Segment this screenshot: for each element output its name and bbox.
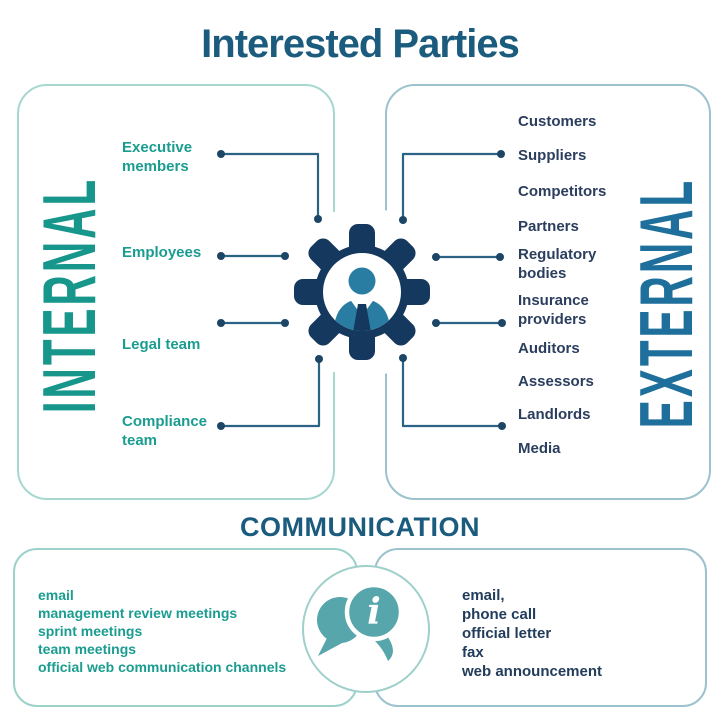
method-line: management review meetings — [38, 605, 238, 621]
method-line: sprint meetings — [38, 623, 143, 639]
external-item-label: Insurance providers — [518, 292, 589, 328]
external-item-label: Regulatory bodies — [518, 246, 597, 282]
method-line: web announcement — [462, 663, 603, 680]
external-item-label: Auditors — [518, 340, 580, 357]
internal-item-label: Legal team — [122, 336, 201, 353]
external-item-label: Assessors — [518, 373, 594, 390]
external-item-label: Landlords — [518, 406, 591, 423]
internal-item-label: Employees — [122, 244, 202, 261]
communication-heading: COMMUNICATION — [240, 512, 480, 542]
method-line: official letter — [462, 625, 552, 642]
method-line: email — [38, 587, 74, 603]
communication-internal-box — [13, 548, 358, 707]
internal-item-label: Executive members — [122, 139, 193, 175]
internal-methods-list: email management review meetings sprint … — [38, 586, 286, 676]
speech-bubbles-info-icon: i — [317, 582, 404, 661]
gear-person-icon — [294, 224, 430, 360]
external-methods-list: email, phone call official letter fax we… — [462, 586, 602, 681]
info-letter: i — [367, 591, 381, 633]
internal-item-label: Compliance team — [122, 413, 208, 449]
external-item-label: Competitors — [518, 183, 607, 200]
external-item-label: Suppliers — [518, 147, 587, 164]
external-item-label: Media — [518, 440, 561, 457]
method-line: official web communication channels — [38, 659, 287, 675]
method-line: team meetings — [38, 641, 137, 657]
page-title: Interested Parties — [201, 22, 520, 66]
method-line: fax — [462, 644, 484, 661]
external-item-label: Partners — [518, 218, 579, 235]
external-item-label: Customers — [518, 113, 597, 130]
method-line: phone call — [462, 606, 537, 623]
method-line: email, — [462, 587, 505, 604]
